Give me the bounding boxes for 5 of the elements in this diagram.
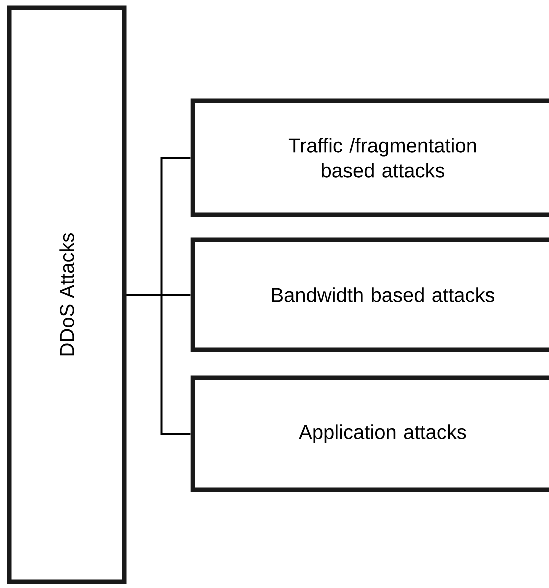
attack-type-box: Traffic /fragmentation based attacks — [190, 98, 549, 218]
attack-type-box: Bandwidth based attacks — [190, 238, 549, 352]
attack-type-box: Application attacks — [190, 376, 549, 492]
connector-line — [126, 294, 191, 435]
category-box: DDoS Attacks — [7, 6, 127, 584]
